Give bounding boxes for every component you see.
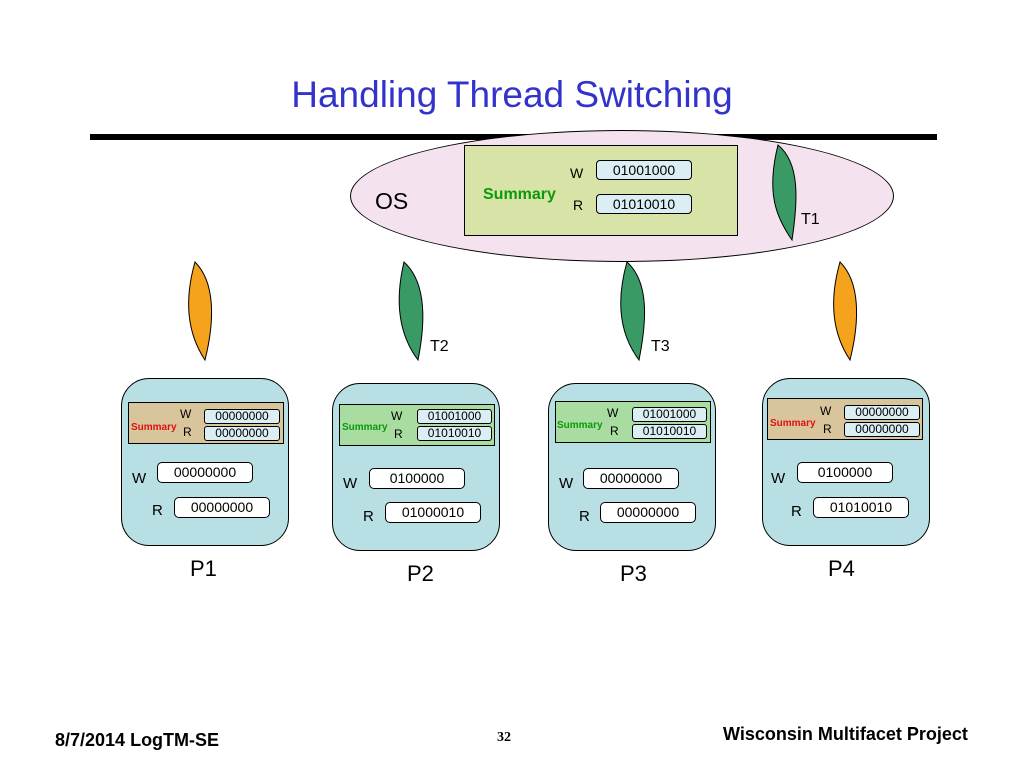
thread-p1-icon bbox=[188, 261, 212, 362]
os-r-register: 01010010 bbox=[596, 194, 692, 214]
p3-w-register: 00000000 bbox=[583, 468, 679, 489]
p3-label: P3 bbox=[620, 561, 647, 586]
p3-sum-w-label: W bbox=[607, 406, 619, 420]
os-r-label: R bbox=[573, 197, 584, 213]
p1-label: P1 bbox=[190, 556, 217, 581]
p3-r-register: 00000000 bbox=[600, 502, 696, 523]
p1-sum-w-register: 00000000 bbox=[204, 409, 280, 424]
thread-t3-label: T3 bbox=[651, 338, 670, 355]
p4-label: P4 bbox=[828, 556, 855, 581]
p3-sum-r-register: 01010010 bbox=[632, 424, 707, 439]
p2-sum-r-register: 01010010 bbox=[417, 426, 492, 441]
os-label: OS bbox=[375, 188, 409, 214]
p1-sum-w-label: W bbox=[180, 407, 192, 421]
p3-sum-w-register: 01001000 bbox=[632, 407, 707, 422]
os-summary-label: Summary bbox=[483, 186, 556, 203]
thread-p4-icon bbox=[833, 261, 857, 362]
p1-sum-r-label: R bbox=[183, 425, 192, 439]
p2-sum-w-label: W bbox=[391, 409, 403, 423]
p4-w-label: W bbox=[771, 470, 786, 487]
thread-t2-label: T2 bbox=[430, 338, 449, 355]
p1-summary-label: Summary bbox=[131, 422, 177, 433]
p4-sum-r-register: 00000000 bbox=[844, 422, 920, 437]
p1-sum-r-register: 00000000 bbox=[204, 426, 280, 441]
p3-sum-r-label: R bbox=[610, 424, 619, 438]
p2-sum-w-register: 01001000 bbox=[417, 409, 492, 424]
p2-summary-label: Summary bbox=[342, 422, 388, 433]
p4-w-register: 0100000 bbox=[797, 462, 893, 483]
thread-t3-icon bbox=[620, 261, 645, 362]
footer-date-label: 8/7/2014 LogTM-SE bbox=[55, 730, 220, 750]
p3-r-label: R bbox=[579, 508, 590, 525]
p4-r-register: 01010010 bbox=[813, 497, 909, 518]
p2-r-register: 01000010 bbox=[385, 502, 481, 523]
footer-page-number: 32 bbox=[497, 730, 511, 745]
thread-t1-label: T1 bbox=[801, 211, 820, 228]
p4-sum-w-register: 00000000 bbox=[844, 405, 920, 420]
p2-w-register: 0100000 bbox=[369, 468, 465, 489]
p1-r-register: 00000000 bbox=[174, 497, 270, 518]
p2-w-label: W bbox=[343, 475, 358, 492]
thread-t2-icon bbox=[398, 261, 424, 362]
footer-project-label: Wisconsin Multifacet Project bbox=[723, 724, 968, 744]
p4-summary-label: Summary bbox=[770, 418, 816, 429]
os-w-register: 01001000 bbox=[596, 160, 692, 180]
slide-title: Handling Thread Switching bbox=[291, 74, 733, 115]
p2-sum-r-label: R bbox=[394, 427, 403, 441]
p2-r-label: R bbox=[363, 508, 374, 525]
os-w-label: W bbox=[570, 165, 584, 181]
p4-sum-w-label: W bbox=[820, 404, 832, 418]
p2-label: P2 bbox=[407, 561, 434, 586]
p1-w-register: 00000000 bbox=[157, 462, 253, 483]
p1-w-label: W bbox=[132, 470, 147, 487]
p4-r-label: R bbox=[791, 503, 802, 520]
p1-r-label: R bbox=[152, 502, 163, 519]
p4-sum-r-label: R bbox=[823, 422, 832, 436]
p3-summary-label: Summary bbox=[557, 420, 603, 431]
thread-t1-icon bbox=[772, 144, 797, 242]
p3-w-label: W bbox=[559, 475, 574, 492]
